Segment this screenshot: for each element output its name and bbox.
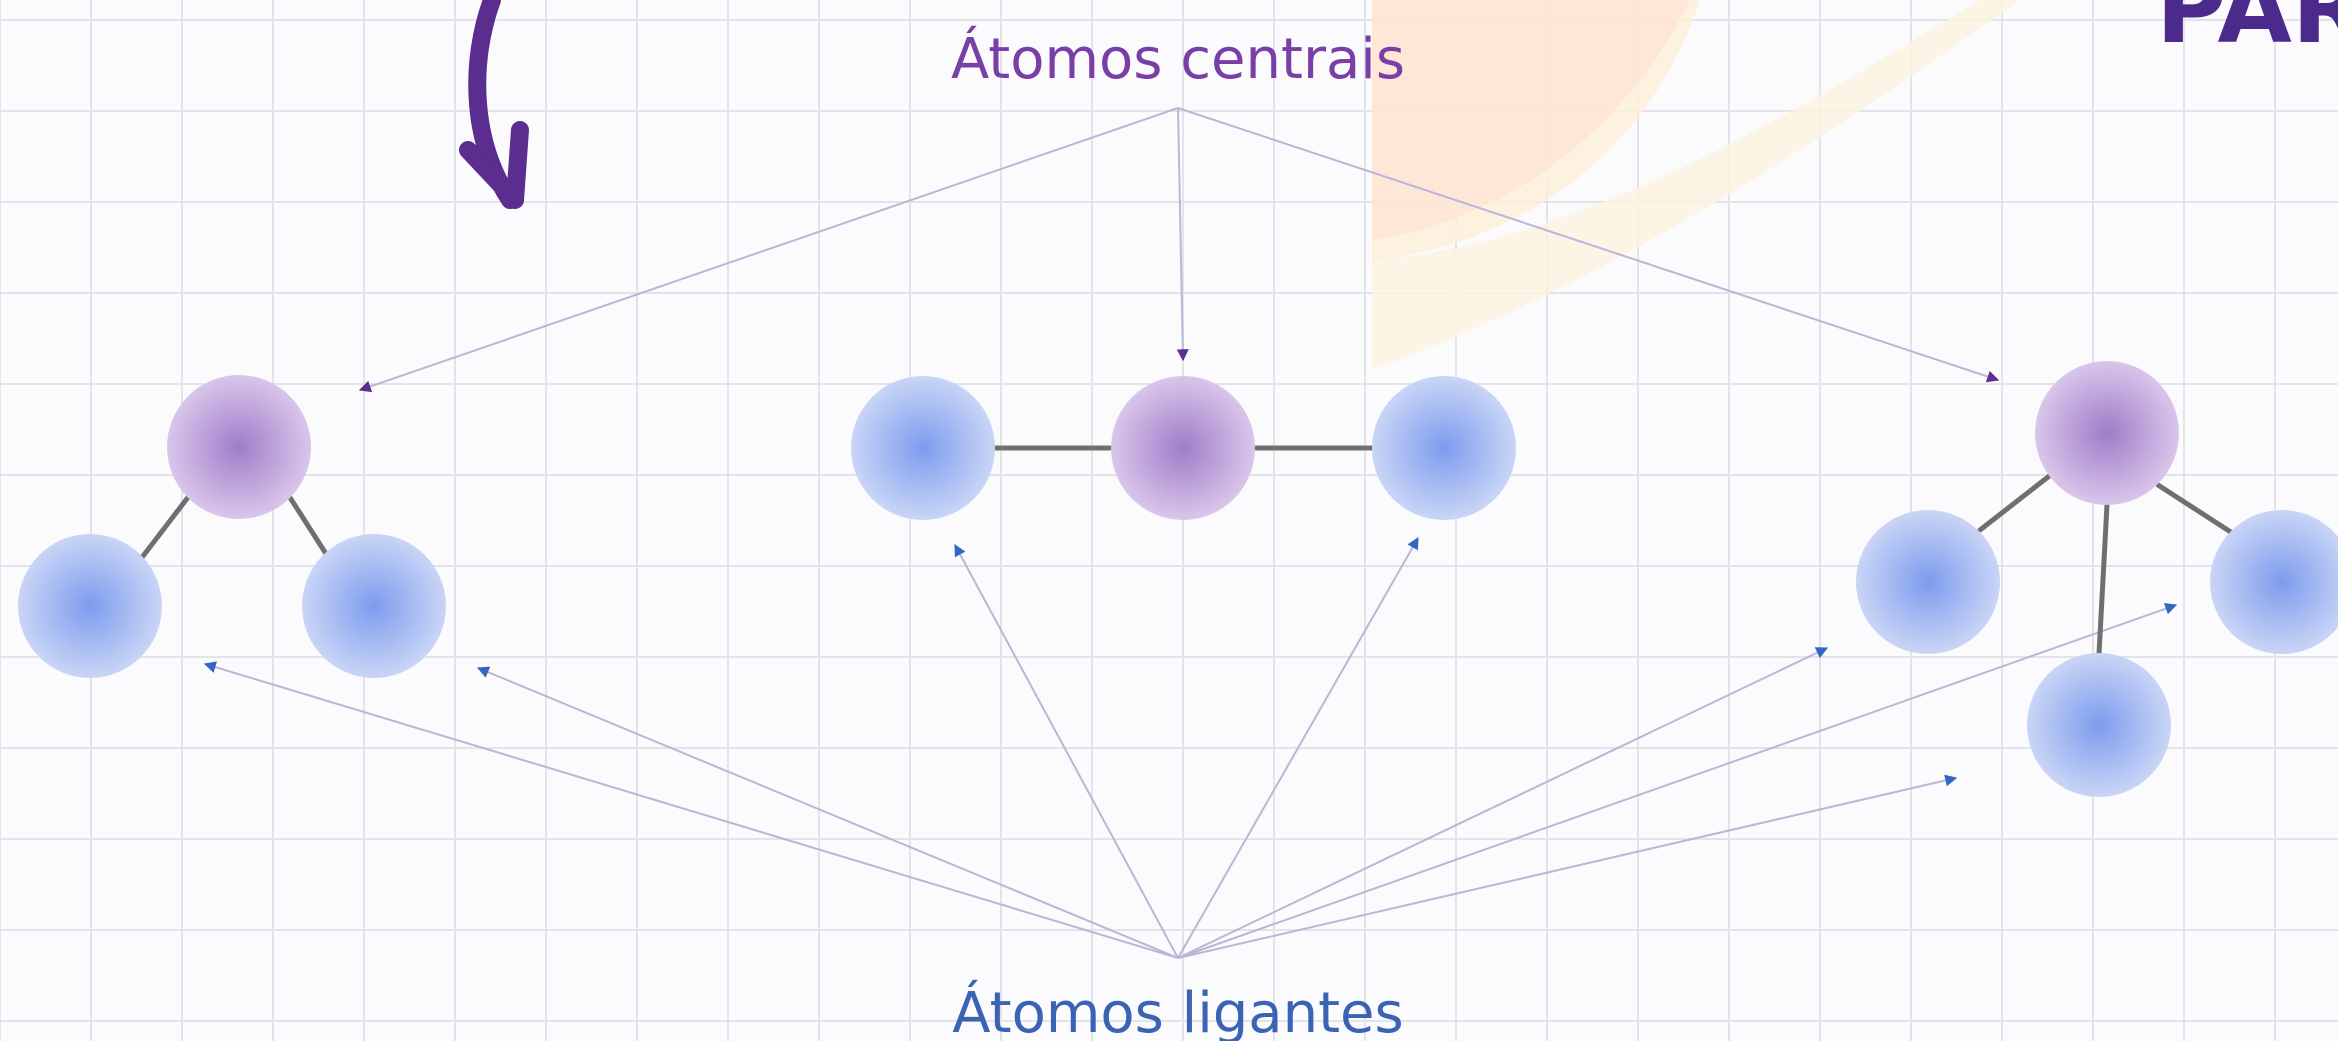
- ligand-atom: [1856, 510, 2000, 654]
- molecule-bent: [18, 375, 446, 678]
- ligand-atom: [2027, 653, 2171, 797]
- bond: [2096, 502, 2110, 657]
- molecule-linear: [851, 376, 1516, 520]
- bond: [286, 493, 333, 563]
- bonds: [137, 445, 2243, 657]
- ligand-atom: [302, 534, 446, 678]
- pointer-arrow: [358, 107, 1179, 393]
- background-decoration: [1372, 0, 2020, 370]
- pointer-arrow: [476, 666, 1179, 959]
- pointer-arrow: [1177, 647, 1829, 959]
- pointer-arrow: [1177, 536, 1419, 959]
- central-pointer-arrows: [358, 107, 2000, 393]
- pointer-arrow: [1177, 602, 2178, 959]
- pointer-arrow: [1177, 107, 2000, 383]
- bond: [1977, 467, 2060, 533]
- ligand-atom: [2210, 510, 2338, 654]
- molecule-trigonal-pyramidal: [1856, 361, 2338, 797]
- curved-pointer-arrow-head: [459, 121, 529, 209]
- ligand-atom: [18, 534, 162, 678]
- pointer-arrow: [1176, 107, 1189, 362]
- central-atoms-label: Átomos centrais: [951, 27, 1405, 92]
- pointer-arrow: [954, 543, 1179, 959]
- central-atom: [167, 375, 311, 519]
- pointer-arrow: [203, 661, 1179, 959]
- bond: [137, 493, 192, 563]
- ligand-pointer-arrows: [203, 536, 2178, 959]
- ligand-atoms-label: Átomos ligantes: [952, 981, 1403, 1041]
- ligand-atom: [1372, 376, 1516, 520]
- central-atom: [2035, 361, 2179, 505]
- ligand-atom: [851, 376, 995, 520]
- central-atom: [1111, 376, 1255, 520]
- pointer-arrow: [1177, 774, 1958, 959]
- bond: [2155, 482, 2243, 541]
- svg-text:PAR: PAR: [2156, 0, 2338, 65]
- corner-title: PAR: [2156, 0, 2338, 65]
